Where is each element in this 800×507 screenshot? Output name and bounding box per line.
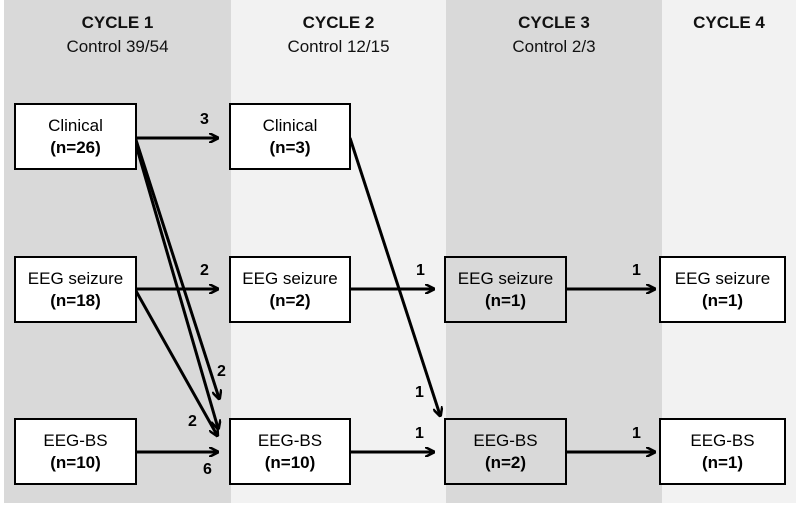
box-label: Clinical [48, 115, 103, 135]
box-count: (n=10) [264, 452, 316, 472]
arrow-label: 3 [200, 111, 209, 128]
arrow-c1-clinical-to-c2-eeg-bs-a [134, 139, 219, 398]
box-label: EEG-BS [257, 430, 323, 450]
box-label: EEG seizure [242, 268, 338, 288]
cycle-3-control: Control 2/3 [512, 37, 596, 56]
c1-clinical-box: Clinical (n=26) [14, 103, 137, 170]
box-count: (n=26) [50, 137, 101, 157]
box-label: EEG-BS [43, 430, 108, 450]
cycle-3-header: CYCLE 3 Control 2/3 [446, 13, 662, 57]
box-count: (n=2) [484, 452, 527, 472]
box-label: EEG seizure [27, 268, 124, 288]
arrow-label: 6 [203, 461, 212, 478]
c2-eeg-seizure-box: EEG seizure (n=2) [229, 256, 351, 323]
cycle-2-title: CYCLE 2 [302, 13, 375, 32]
c2-clinical-box: Clinical (n=3) [229, 103, 351, 170]
cycle-3-title: CYCLE 3 [518, 13, 590, 32]
arrow-label: 1 [415, 425, 424, 442]
box-label: EEG seizure [674, 268, 771, 288]
box-label: EEG seizure [457, 268, 554, 288]
box-count: (n=2) [269, 290, 311, 310]
box-label: Clinical [262, 115, 318, 135]
box-count: (n=1) [701, 452, 744, 472]
arrow-c1-clinical-to-c2-eeg-bs-b [134, 144, 218, 428]
c2-eeg-bs-box: EEG-BS (n=10) [229, 418, 351, 485]
arrow-label: 2 [200, 262, 209, 279]
c4-eeg-bs-box: EEG-BS (n=1) [659, 418, 786, 485]
cycle-2-control: Control 12/15 [287, 37, 390, 56]
box-label: EEG-BS [690, 430, 755, 450]
arrow-label: 2 [188, 413, 197, 430]
box-count: (n=1) [701, 290, 744, 310]
cycle-2-header: CYCLE 2 Control 12/15 [231, 13, 446, 57]
c3-eeg-bs-box: EEG-BS (n=2) [444, 418, 567, 485]
c1-eeg-seizure-box: EEG seizure (n=18) [14, 256, 137, 323]
cycle-4-title: CYCLE 4 [693, 13, 765, 32]
cycle-1-header: CYCLE 1 Control 39/54 [4, 13, 231, 57]
arrow-label: 1 [415, 384, 424, 401]
box-label: EEG-BS [473, 430, 538, 450]
cycle-4-header: CYCLE 4 [662, 13, 796, 37]
arrow-label: 1 [632, 425, 641, 442]
arrow-label: 2 [217, 363, 226, 380]
arrow-label: 1 [416, 262, 425, 279]
box-count: (n=1) [484, 290, 527, 310]
arrow-c2-clinical-to-c3-bs [348, 137, 440, 415]
box-count: (n=10) [50, 452, 101, 472]
c4-eeg-seizure-box: EEG seizure (n=1) [659, 256, 786, 323]
arrow-label: 1 [632, 262, 641, 279]
cycle-1-title: CYCLE 1 [81, 13, 154, 32]
c3-eeg-seizure-box: EEG seizure (n=1) [444, 256, 567, 323]
c1-eeg-bs-box: EEG-BS (n=10) [14, 418, 137, 485]
arrow-c1-eeg-to-c2-eeg-bs [134, 290, 217, 435]
box-count: (n=18) [50, 290, 101, 310]
box-count: (n=3) [269, 137, 311, 157]
cycle-1-control: Control 39/54 [66, 37, 169, 56]
